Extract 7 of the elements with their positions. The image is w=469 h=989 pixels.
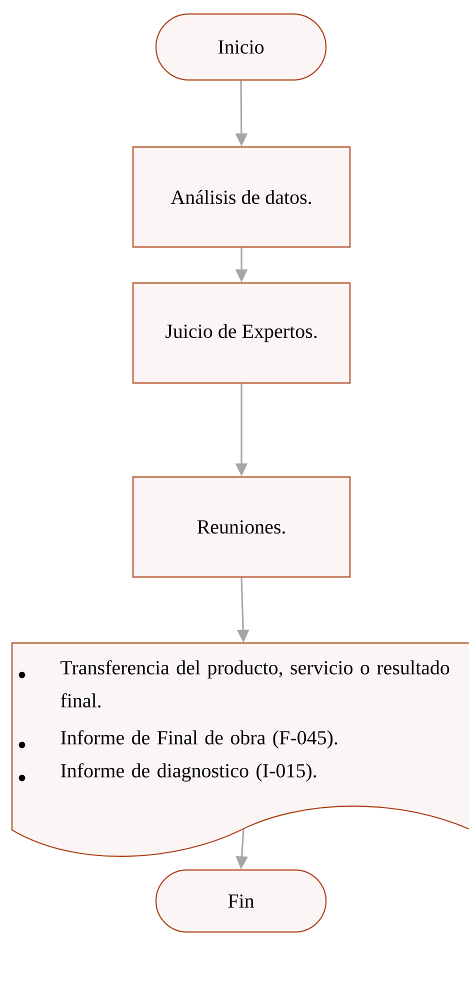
list-item: Informe de Final de obra (F-045). [18,730,338,749]
document-shape [11,642,469,857]
process-box: Reuniones. [132,476,351,578]
list-item: Transferencia del producto, servicio o resultado final. [18,660,450,708]
list-item: Informe de diagnostico (I-015). [18,763,316,782]
process-box: Juicio de Expertos. [132,282,351,384]
process-box: Análisis de datos. [132,146,351,248]
